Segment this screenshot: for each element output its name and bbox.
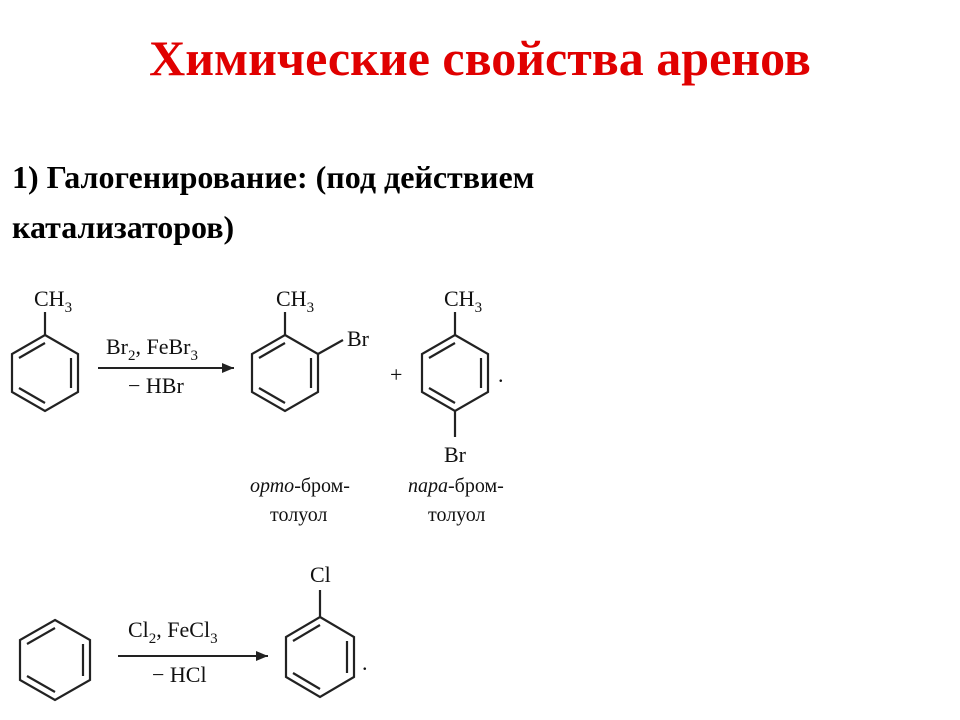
- chlorobenzene-molecule: Cl .: [284, 562, 368, 699]
- para-caption-line1: пара-бром-: [408, 475, 504, 497]
- para-caption-line2: толуол: [428, 504, 485, 526]
- para-bromo-label: Br: [444, 442, 467, 467]
- ortho-methyl-label: CH3: [276, 286, 314, 316]
- ortho-bromo-label: Br: [347, 326, 370, 351]
- reaction1-arrow: Br2, FeBr3 − HBr: [98, 334, 234, 398]
- reaction2-end-dot: .: [362, 650, 368, 675]
- ortho-bromotoluene-molecule: CH3 Br: [250, 286, 370, 413]
- benzene-molecule: [18, 618, 92, 702]
- chloro-label: Cl: [310, 562, 331, 587]
- para-methyl-label: CH3: [444, 286, 482, 316]
- ortho-caption-line2: толуол: [270, 504, 327, 526]
- section-heading-line1: 1) Галогенирование: (под действием: [12, 159, 535, 195]
- slide-title: Химические свойства аренов: [149, 30, 811, 86]
- reaction2-arrow: Cl2, FeCl3 − HCl: [118, 617, 268, 687]
- toluene-molecule: CH3: [10, 286, 80, 413]
- para-bromotoluene-molecule: CH3 Br .: [420, 286, 504, 467]
- reaction1-end-dot: .: [498, 362, 504, 387]
- reaction1-reagent-bottom: − HBr: [128, 373, 184, 398]
- reaction2-reagent-bottom: − HCl: [152, 662, 207, 687]
- section-heading-line2: катализаторов): [12, 209, 235, 245]
- toluene-substituent: CH3: [34, 286, 72, 316]
- ortho-caption-line1: орто-бром-: [250, 475, 350, 497]
- plus-sign: +: [390, 362, 402, 387]
- reaction1-reagent-top: Br2, FeBr3: [106, 334, 198, 364]
- reaction2-reagent-top: Cl2, FeCl3: [128, 617, 218, 647]
- section-heading: 1) Галогенирование: (под действием катал…: [12, 152, 912, 252]
